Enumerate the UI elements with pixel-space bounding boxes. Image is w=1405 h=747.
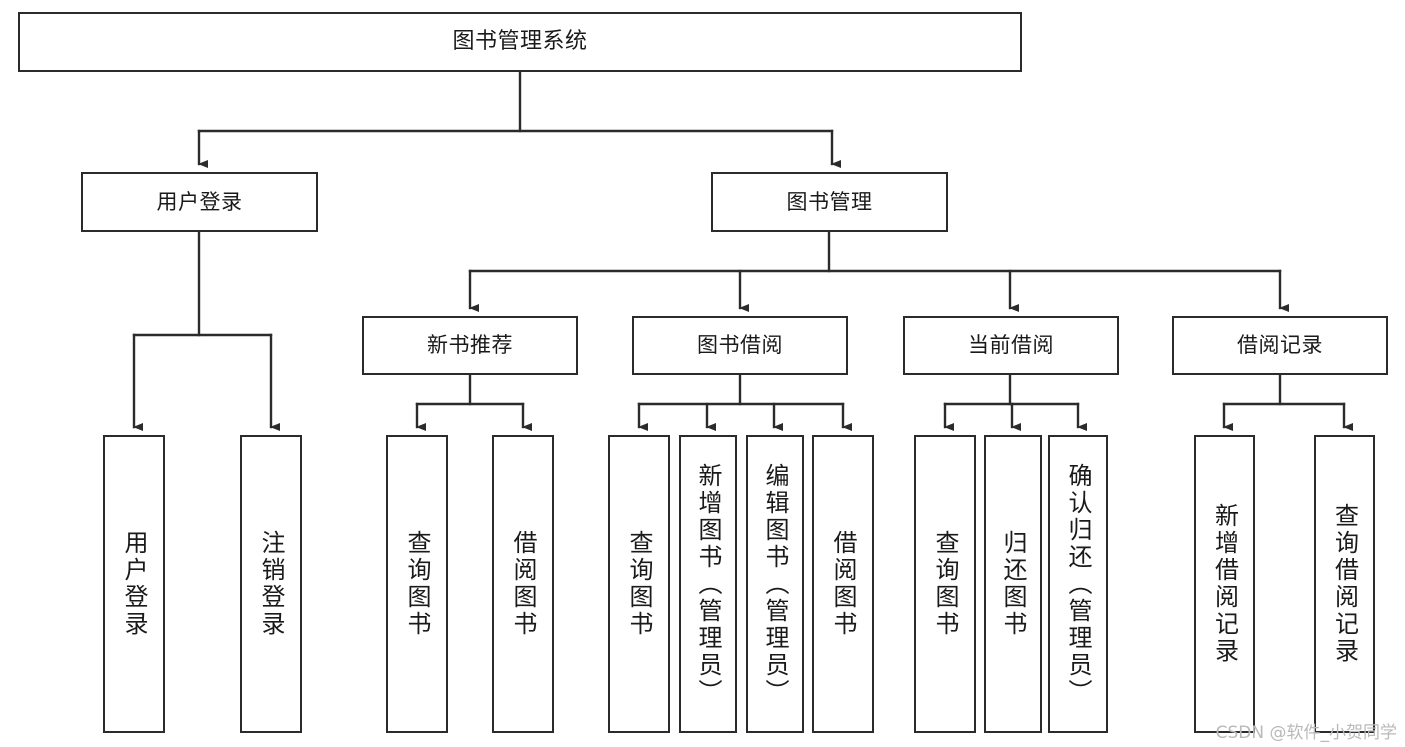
node-label: 图书管理系统 <box>452 29 588 55</box>
leaf-confirm-return[interactable]: 确认归还（管理员） <box>1048 435 1108 733</box>
node-label: 当前借阅 <box>968 333 1054 358</box>
leaf-add-book[interactable]: 新增图书（管理员） <box>679 435 737 733</box>
node-borrow-record[interactable]: 借阅记录 <box>1172 316 1388 375</box>
leaf-edit-book[interactable]: 编辑图书（管理员） <box>746 435 804 733</box>
node-label: 新增借阅记录 <box>1210 503 1239 665</box>
leaf-add-borrow-record[interactable]: 新增借阅记录 <box>1194 435 1255 733</box>
node-label: 确认归还（管理员） <box>1064 462 1092 706</box>
node-label: 图书管理 <box>786 189 873 214</box>
leaf-query-book-current[interactable]: 查询图书 <box>914 435 976 733</box>
node-label: 借阅图书 <box>509 530 537 638</box>
node-current-borrow[interactable]: 当前借阅 <box>903 316 1119 375</box>
node-user-login[interactable]: 用户登录 <box>81 172 318 232</box>
node-label: 新增图书（管理员） <box>694 462 722 706</box>
node-label: 编辑图书（管理员） <box>761 462 789 706</box>
node-new-book-recommend[interactable]: 新书推荐 <box>362 316 578 375</box>
node-book-management[interactable]: 图书管理 <box>711 172 948 232</box>
node-label: 查询借阅记录 <box>1330 503 1359 665</box>
leaf-query-book-recommend[interactable]: 查询图书 <box>386 435 448 733</box>
leaf-query-borrow-record[interactable]: 查询借阅记录 <box>1314 435 1375 733</box>
node-label: 用户登录 <box>120 530 148 638</box>
leaf-return-book[interactable]: 归还图书 <box>984 435 1042 733</box>
node-label: 图书借阅 <box>697 333 783 358</box>
node-label: 新书推荐 <box>427 333 513 358</box>
node-book-borrow[interactable]: 图书借阅 <box>632 316 848 375</box>
node-label: 归还图书 <box>999 530 1027 638</box>
leaf-borrow-book[interactable]: 借阅图书 <box>812 435 874 733</box>
leaf-borrow-book-recommend[interactable]: 借阅图书 <box>492 435 554 733</box>
node-label: 查询图书 <box>625 530 653 638</box>
node-label: 注销登录 <box>257 530 285 638</box>
watermark: CSDN @软件_小贺同学 <box>1215 723 1397 743</box>
node-label: 查询图书 <box>403 530 431 638</box>
node-label: 借阅记录 <box>1237 333 1323 358</box>
leaf-query-book-borrow[interactable]: 查询图书 <box>608 435 670 733</box>
leaf-logout[interactable]: 注销登录 <box>240 435 302 733</box>
node-label: 查询图书 <box>931 530 959 638</box>
node-book-management-system[interactable]: 图书管理系统 <box>18 12 1022 72</box>
node-label: 用户登录 <box>156 189 243 214</box>
node-label: 借阅图书 <box>829 530 857 638</box>
leaf-user-login[interactable]: 用户登录 <box>103 435 165 733</box>
